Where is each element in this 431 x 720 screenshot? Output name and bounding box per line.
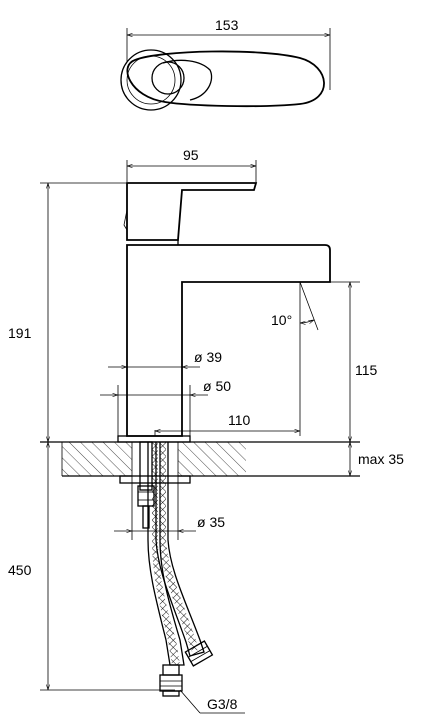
dim-label-angle: 10°	[271, 312, 292, 328]
dim-110: 110	[154, 412, 300, 436]
spout-body	[126, 244, 331, 437]
dim-label-153: 153	[215, 17, 239, 33]
dim-115: 115 10°	[271, 281, 378, 442]
handle-top-outline	[126, 50, 325, 108]
dim-label-191: 191	[8, 325, 32, 341]
faucet-side-view	[117, 182, 331, 443]
handle-side	[126, 182, 258, 241]
dim-label-115: 115	[355, 362, 378, 378]
dim-dia-39: ø 39	[108, 349, 222, 367]
dim-191: 191	[8, 182, 126, 442]
dim-dia-35: ø 35	[114, 476, 225, 540]
dim-dia-50: ø 50	[100, 378, 231, 436]
dim-label-95: 95	[183, 147, 199, 163]
countertop-section	[40, 441, 360, 477]
mounting-hardware	[119, 441, 214, 697]
thread-callout: G3/8	[179, 689, 245, 714]
dim-95: 95	[126, 147, 257, 182]
dim-label-dia-50: ø 50	[203, 378, 231, 394]
dim-label-thread: G3/8	[207, 696, 238, 712]
top-view: 153	[120, 17, 331, 111]
dim-label-450: 450	[8, 562, 32, 578]
dim-450: 450	[8, 442, 175, 691]
dim-max-35: max 35	[350, 442, 404, 476]
dim-label-dia-39: ø 39	[194, 349, 222, 365]
dim-label-max-35: max 35	[358, 451, 404, 467]
dim-label-dia-35: ø 35	[197, 514, 225, 530]
dim-label-110: 110	[228, 412, 251, 428]
